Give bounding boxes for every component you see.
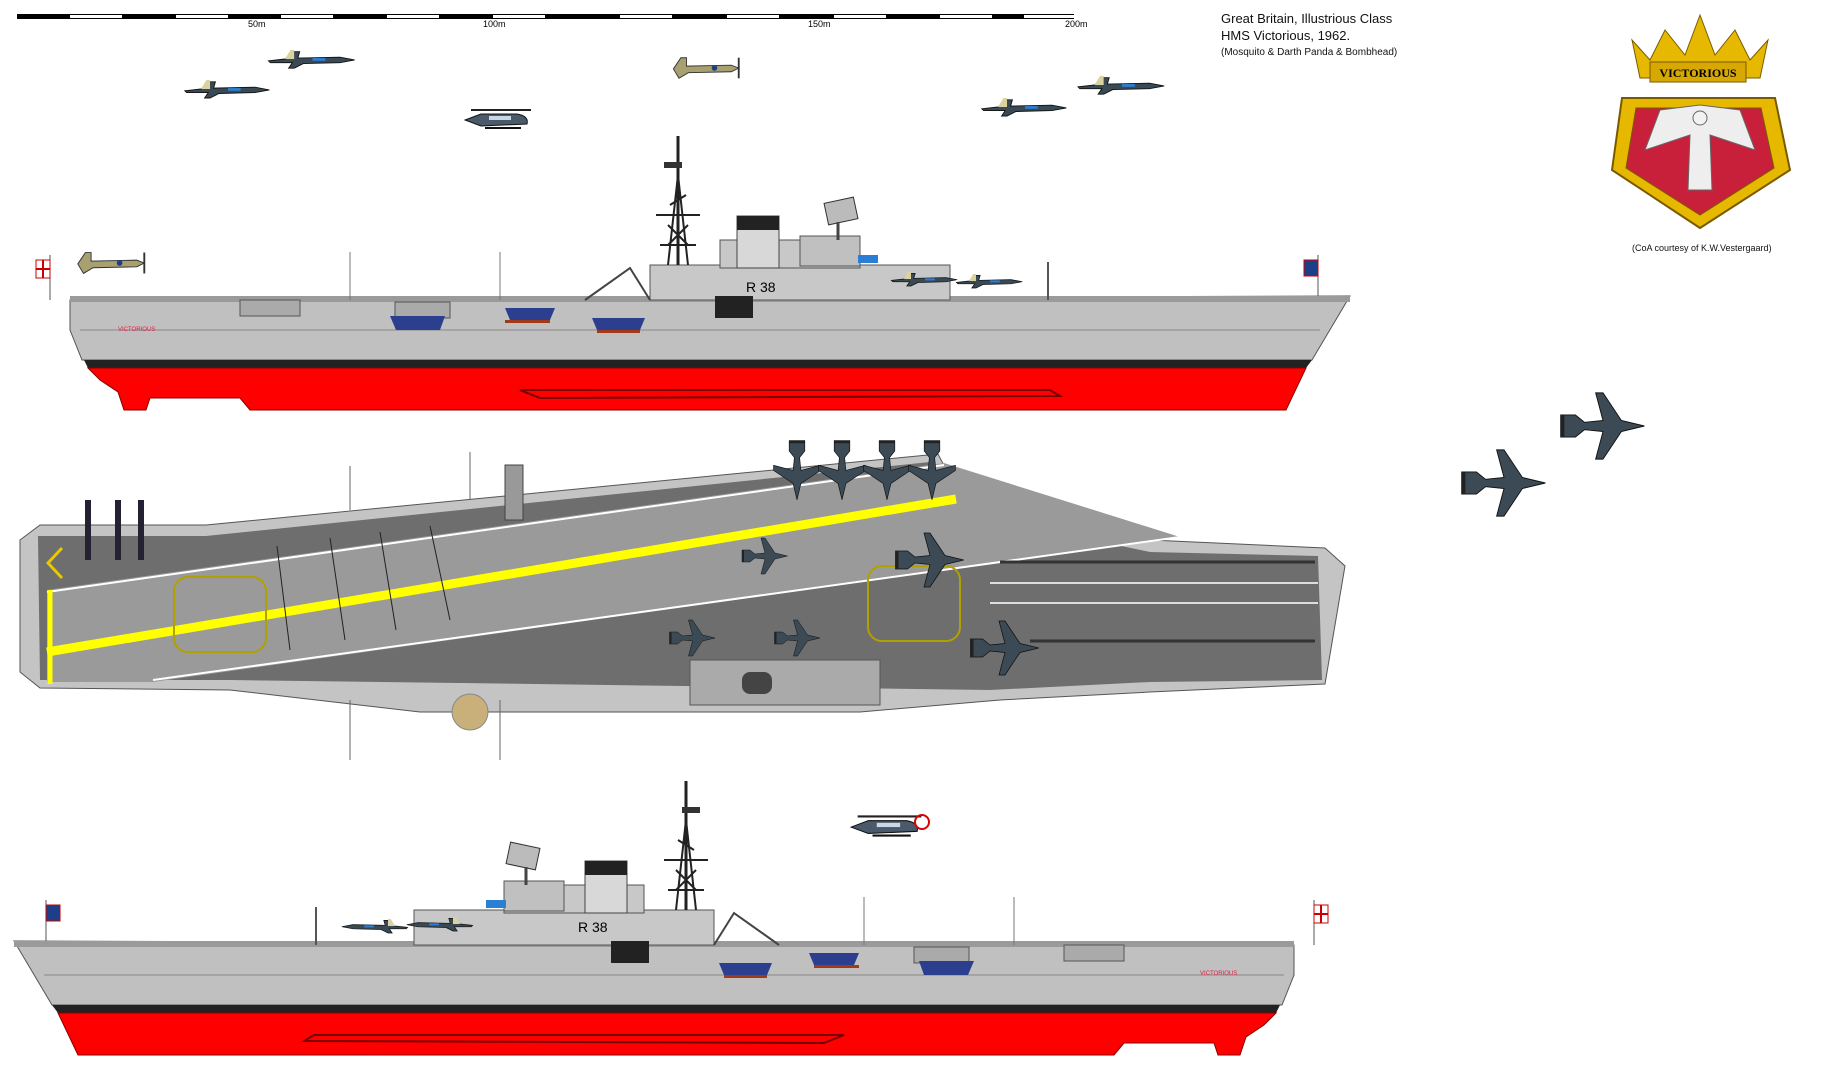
title-line-authors: (Mosquito & Darth Panda & Bombhead) xyxy=(1221,47,1398,58)
sea-vixen-aircraft xyxy=(1077,75,1165,95)
parked-aircraft xyxy=(138,500,144,560)
scale-label-50: 50m xyxy=(248,19,266,29)
no-entry-icon xyxy=(914,814,930,830)
sea-vixen-plan-view xyxy=(1560,392,1645,460)
title-block: Great Britain, Illustrious Class HMS Vic… xyxy=(1221,10,1397,61)
scale-label-100: 100m xyxy=(483,19,506,29)
crest-banner: VICTORIOUS xyxy=(1659,66,1736,80)
parked-aircraft xyxy=(115,500,121,560)
scale-label-200: 200m xyxy=(1065,19,1088,29)
gannet-aircraft xyxy=(76,251,146,275)
parked-aircraft xyxy=(85,500,91,560)
scale-bar: 50m 100m 150m 200m xyxy=(17,14,1088,29)
scimitar-aircraft xyxy=(981,97,1067,117)
gannet-aircraft xyxy=(672,56,740,80)
flight-deck-plan-view xyxy=(19,452,1346,760)
ship-crest: VICTORIOUS xyxy=(1610,13,1792,230)
port-profile-view xyxy=(14,781,1328,1055)
title-line-ship: HMS Victorious, 1962. xyxy=(1221,28,1351,43)
hull-number-bottom: R 38 xyxy=(578,919,608,935)
sea-vixen-aircraft xyxy=(184,79,270,99)
hull-number-top: R 38 xyxy=(746,279,776,295)
crest-credit: (CoA courtesy of K.W.Vestergaard) xyxy=(1632,243,1772,253)
hull-name-bottom: VICTORIOUS xyxy=(1200,971,1237,977)
helicopter xyxy=(850,815,923,837)
helicopter xyxy=(463,108,533,130)
sea-vixen-aircraft xyxy=(268,49,356,69)
hull-name-top: VICTORIOUS xyxy=(118,327,155,333)
scale-label-150: 150m xyxy=(808,19,831,29)
sea-vixen-plan-view xyxy=(1461,449,1546,517)
starboard-profile-view xyxy=(36,136,1350,410)
title-line-class: Great Britain, Illustrious Class xyxy=(1221,11,1393,26)
